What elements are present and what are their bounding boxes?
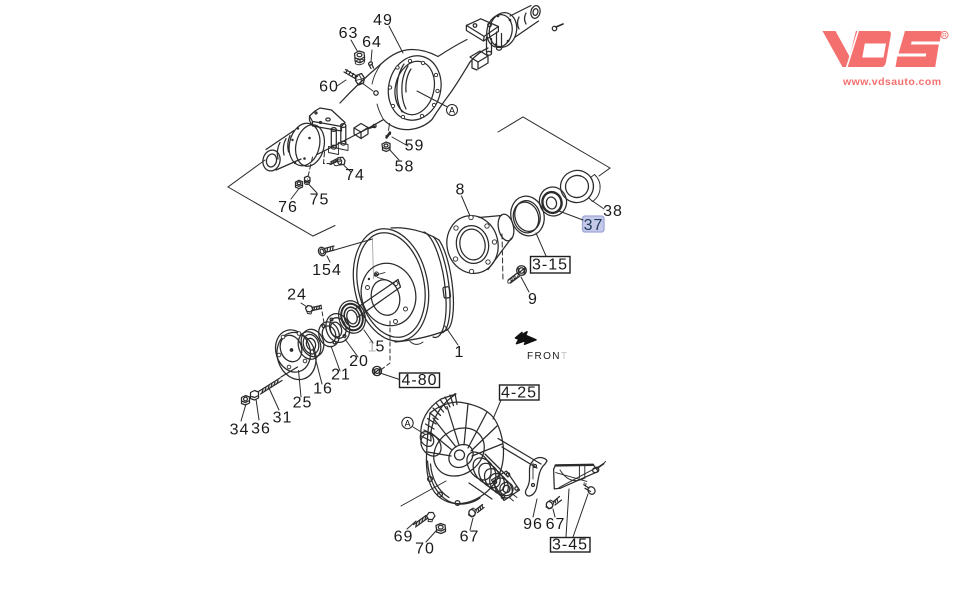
svg-text:64: 64 [362,34,382,51]
svg-text:9: 9 [528,291,538,308]
svg-text:8: 8 [456,182,466,199]
svg-text:58: 58 [395,159,415,176]
svg-text:67: 67 [460,529,480,546]
svg-text:3-45: 3-45 [552,537,588,554]
svg-text:31: 31 [273,410,293,427]
svg-text:38: 38 [603,203,623,220]
svg-text:76: 76 [278,199,298,216]
svg-text:67: 67 [546,516,566,533]
svg-text:37: 37 [584,217,604,234]
svg-text:FRONT: FRONT [527,351,568,362]
svg-text:63: 63 [339,25,359,42]
svg-text:24: 24 [287,287,307,304]
svg-text:60: 60 [319,79,339,96]
svg-text:36: 36 [251,421,271,438]
svg-text:59: 59 [405,138,425,155]
svg-text:A: A [449,106,455,116]
svg-text:1: 1 [368,339,378,356]
svg-text:34: 34 [230,422,250,439]
svg-text:20: 20 [349,353,369,370]
svg-text:1: 1 [455,344,465,361]
svg-text:69: 69 [394,529,414,546]
svg-text:75: 75 [310,192,330,209]
svg-text:70: 70 [415,541,435,558]
svg-text:21: 21 [331,367,351,384]
svg-text:3-15: 3-15 [532,257,568,274]
svg-text:25: 25 [293,395,313,412]
svg-text:16: 16 [313,381,333,398]
svg-text:R: R [942,33,947,40]
svg-text:www.vdsauto.com: www.vdsauto.com [842,76,942,88]
svg-text:96: 96 [523,516,543,533]
svg-text:A: A [404,419,410,429]
svg-text:4-25: 4-25 [501,385,537,402]
svg-text:49: 49 [373,12,393,29]
svg-text:4-80: 4-80 [401,372,437,389]
svg-text:5: 5 [376,339,386,356]
svg-text:154: 154 [312,262,342,279]
